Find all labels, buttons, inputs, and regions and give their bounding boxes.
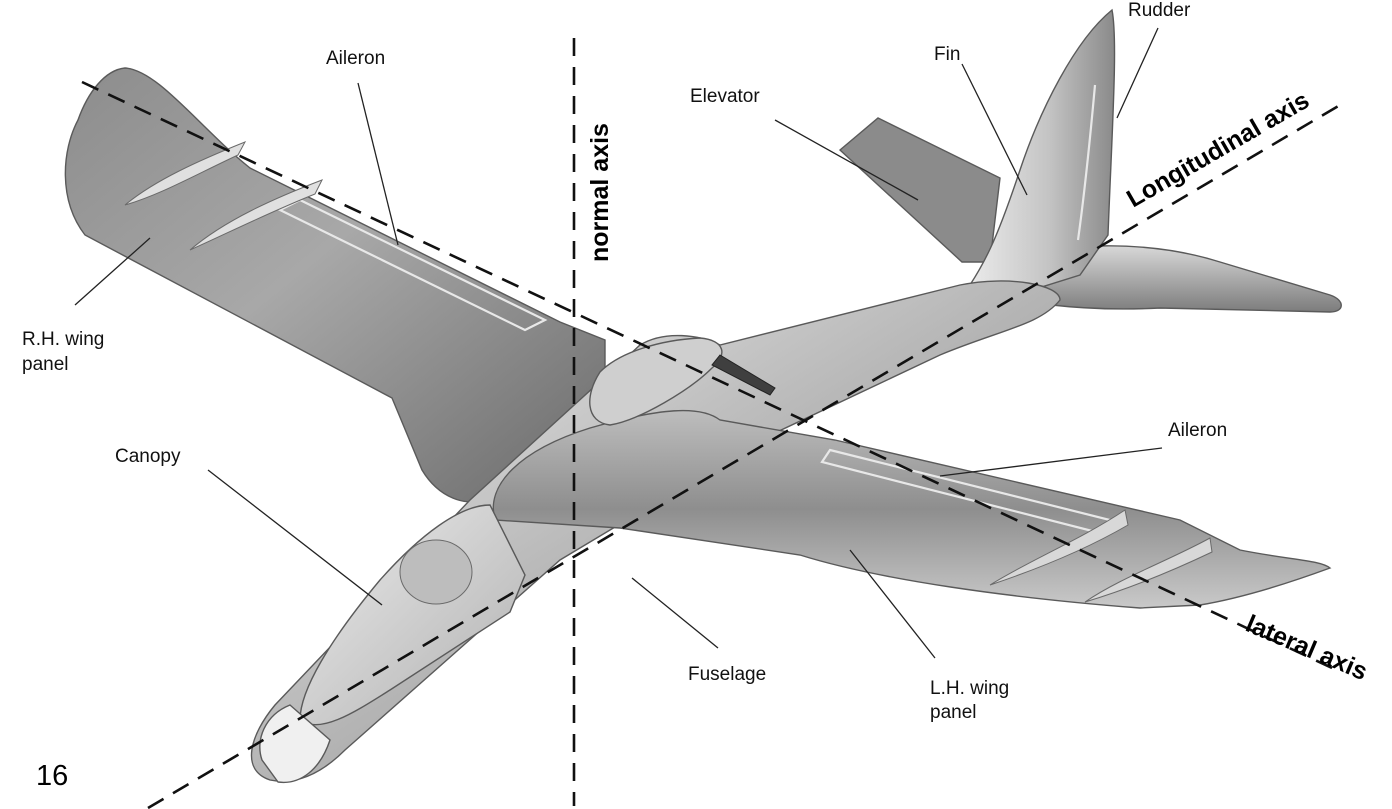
rh-wing-fence-inner bbox=[189, 179, 324, 251]
lh-wing-panel bbox=[492, 409, 1332, 609]
elevator-leader bbox=[774, 119, 919, 201]
pilot-head bbox=[399, 539, 473, 605]
aileron-right-leader bbox=[357, 82, 399, 246]
elevator-label: Elevator bbox=[690, 86, 760, 107]
lh-wing-fence-outer bbox=[1084, 537, 1213, 603]
lh-wing-fence-inner bbox=[989, 509, 1129, 586]
longitudinal-axis-label: Longitudinal axis bbox=[1122, 86, 1314, 213]
leader-lines bbox=[74, 27, 1163, 659]
rh-wing-panel bbox=[64, 67, 606, 503]
fin-label: Fin bbox=[934, 44, 960, 65]
fuselage-label: Fuselage bbox=[688, 664, 766, 685]
fin-surface bbox=[948, 8, 1116, 314]
aileron-left-leader bbox=[939, 447, 1163, 477]
rh-wing-leader bbox=[74, 237, 151, 306]
rh-wing-label-line1: R.H. wing bbox=[22, 329, 104, 350]
axes bbox=[81, 38, 1341, 809]
engine-pod bbox=[589, 337, 723, 426]
fin-leader bbox=[961, 63, 1028, 196]
aileron-right-label: Aileron bbox=[326, 48, 385, 69]
lateral-axis-label: lateral axis bbox=[1242, 610, 1372, 686]
propeller bbox=[711, 354, 776, 396]
elevator-surface bbox=[838, 117, 1001, 263]
rh-wing-label-line2: panel bbox=[22, 354, 69, 375]
nose-cone bbox=[259, 704, 331, 784]
rudder-label: Rudder bbox=[1128, 0, 1191, 21]
rh-wing-fence-outer bbox=[124, 141, 247, 206]
lh-wing-label-line1: L.H. wing bbox=[930, 678, 1009, 699]
normal-axis-label: normal axis bbox=[586, 123, 614, 262]
page-number: 16 bbox=[36, 760, 68, 792]
canopy-surface bbox=[299, 504, 526, 726]
canopy-leader bbox=[207, 469, 383, 606]
canopy-label: Canopy bbox=[115, 446, 181, 467]
fuselage-leader bbox=[631, 577, 719, 649]
rudder-seam bbox=[1076, 84, 1097, 241]
aircraft-illustration bbox=[64, 8, 1342, 784]
rh-aileron-outline bbox=[277, 198, 548, 332]
rudder-leader bbox=[1116, 27, 1159, 119]
lh-wing-label-line2: panel bbox=[930, 702, 977, 723]
lh-wing-leader bbox=[849, 549, 936, 659]
aileron-left-label: Aileron bbox=[1168, 420, 1227, 441]
